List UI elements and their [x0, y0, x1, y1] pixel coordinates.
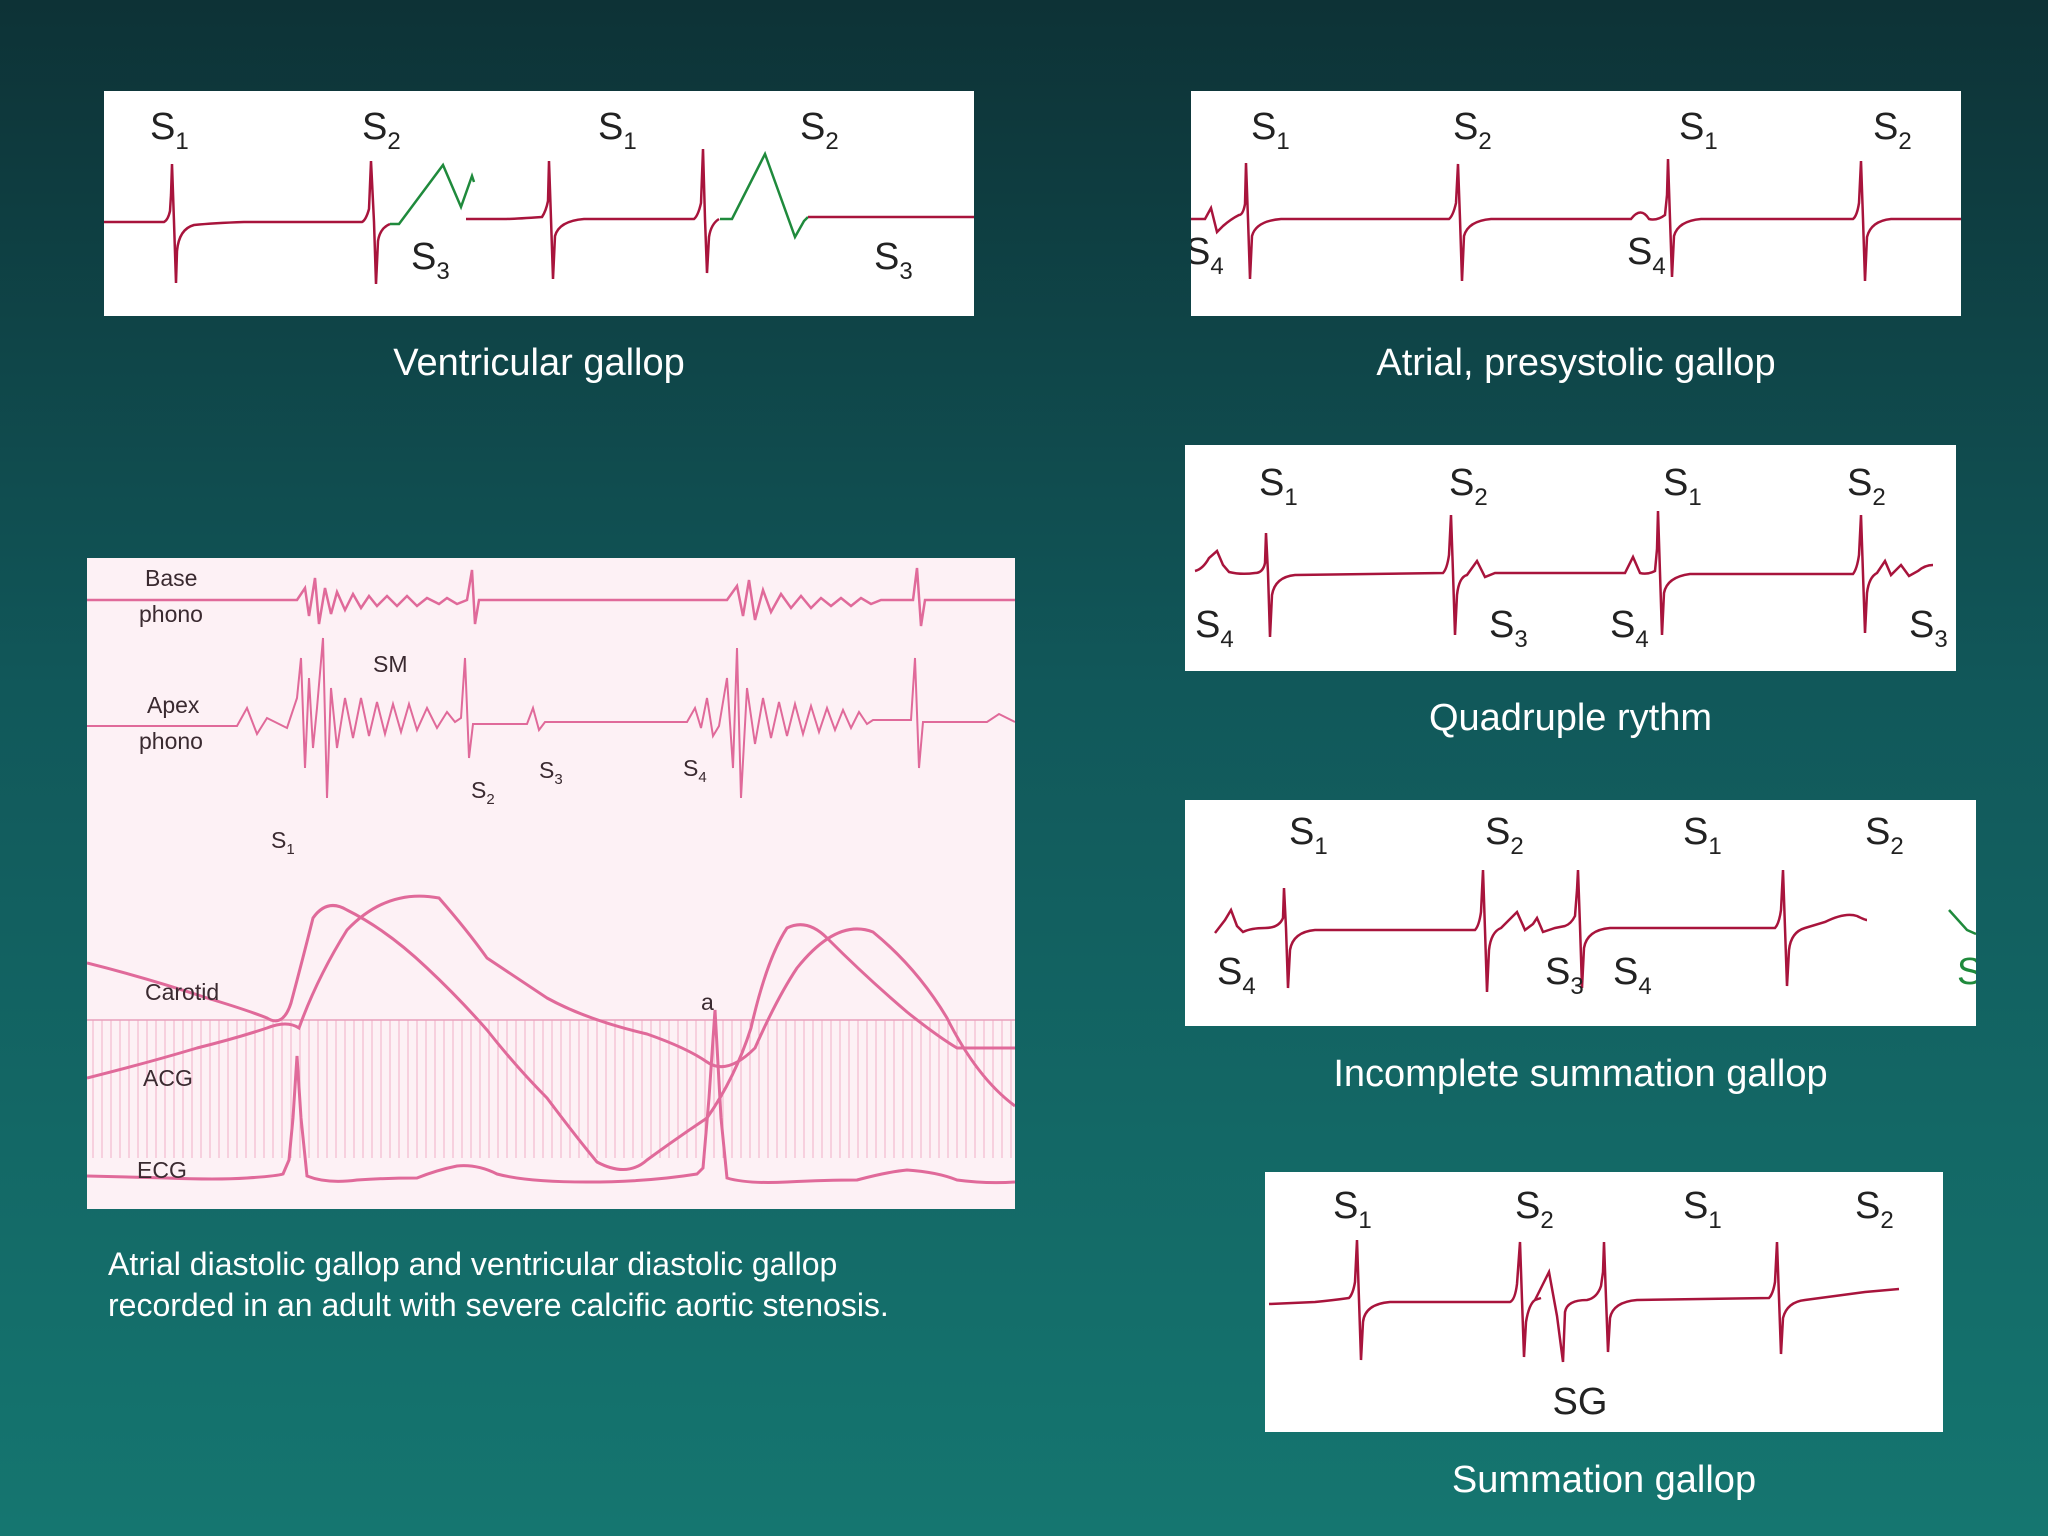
- s1-label: S1: [1259, 462, 1298, 511]
- atrial-gallop-trace: S1 S2 S1 S2 S4 S4: [1191, 106, 1961, 282]
- s2-label: S2: [800, 106, 839, 155]
- apex-phono-label: phono: [139, 728, 203, 754]
- a-wave-annotation: a: [701, 989, 714, 1015]
- s2-label: S2: [1873, 106, 1912, 155]
- s2-label: S2: [1449, 462, 1488, 511]
- atrial-gallop-panel: S1 S2 S1 S2 S4 S4: [1191, 91, 1961, 316]
- s3-annotation: S3: [539, 757, 563, 788]
- recording-caption-line: Atrial diastolic gallop and ventricular …: [108, 1246, 838, 1282]
- recording-caption-line: recorded in an adult with severe calcifi…: [108, 1287, 889, 1323]
- s3-label: S3: [1545, 951, 1584, 1000]
- quadruple-rhythm-panel: S1 S2 S1 S2 S4 S3 S4 S3: [1185, 445, 1956, 671]
- ventricular-gallop-caption: Ventricular gallop: [393, 342, 685, 384]
- s1-label: S1: [1289, 811, 1328, 860]
- s3-label: S3: [411, 236, 450, 285]
- summation-gallop-panel: S1 S2 S1 S2 SG: [1265, 1172, 1943, 1432]
- s1-label: S1: [1333, 1185, 1372, 1234]
- acg-label: ACG: [143, 1065, 193, 1091]
- apex-phono-label: Apex: [147, 692, 200, 718]
- s-label-partial: S: [1957, 951, 1976, 993]
- s1-label: S1: [598, 106, 637, 155]
- phonocardiogram-recording: Base phono Apex phono SM S1 S2 S3 S4 Car…: [87, 558, 1015, 1209]
- s4-label: S4: [1191, 231, 1224, 280]
- s2-label: S2: [1453, 106, 1492, 155]
- atrial-gallop-caption: Atrial, presystolic gallop: [1376, 342, 1776, 384]
- incomplete-summation-gallop-panel: S1 S2 S1 S2 S4 S3 S4 S: [1185, 800, 1976, 1026]
- ventricular-gallop-panel: S1 S2 S3 S1 S2 S3: [104, 91, 974, 316]
- s2-label: S2: [1515, 1185, 1554, 1234]
- s2-label: S2: [1847, 462, 1886, 511]
- s2-label: S2: [1855, 1185, 1894, 1234]
- quadruple-rhythm-caption: Quadruple rythm: [1428, 697, 1712, 739]
- s1-label: S1: [1679, 106, 1718, 155]
- carotid-label: Carotid: [145, 979, 219, 1005]
- sg-label: SG: [1553, 1381, 1608, 1423]
- recording-traces: Base phono Apex phono SM S1 S2 S3 S4 Car…: [87, 565, 1015, 1185]
- s1-label: S1: [150, 106, 189, 155]
- recording-caption: Atrial diastolic gallop and ventricular …: [108, 1244, 1008, 1326]
- s4-annotation: S4: [683, 755, 707, 786]
- quadruple-rhythm-trace: S1 S2 S1 S2 S4 S3 S4 S3: [1194, 462, 1948, 653]
- ecg-label: ECG: [137, 1157, 187, 1183]
- incomplete-summation-gallop-caption: Incomplete summation gallop: [1333, 1053, 1828, 1095]
- s1-label: S1: [1251, 106, 1290, 155]
- s4-label: S4: [1195, 604, 1234, 653]
- incomplete-summation-gallop-trace: S1 S2 S1 S2 S4 S3 S4 S: [1214, 811, 1976, 1000]
- s3-label: S3: [874, 236, 913, 285]
- s4-label: S4: [1610, 604, 1649, 653]
- s4-label: S4: [1613, 951, 1652, 1000]
- s1-annotation: S1: [271, 827, 295, 858]
- sm-annotation: SM: [373, 651, 408, 677]
- s2-annotation: S2: [471, 777, 495, 808]
- s3-label: S3: [1489, 604, 1528, 653]
- s1-label: S1: [1663, 462, 1702, 511]
- s4-label: S4: [1217, 951, 1256, 1000]
- ventricular-gallop-trace: S1 S2 S3 S1 S2 S3: [104, 106, 974, 285]
- base-phono-label: Base: [145, 565, 197, 591]
- summation-gallop-caption: Summation gallop: [1451, 1459, 1757, 1501]
- s2-label: S2: [1865, 811, 1904, 860]
- s1-label: S1: [1683, 811, 1722, 860]
- base-phono-label: phono: [139, 601, 203, 627]
- summation-gallop-trace: S1 S2 S1 S2 SG: [1268, 1185, 1900, 1423]
- s3-label: S3: [1909, 604, 1948, 653]
- s1-label: S1: [1683, 1185, 1722, 1234]
- s2-label: S2: [362, 106, 401, 155]
- s4-label: S4: [1627, 231, 1666, 280]
- s2-label: S2: [1485, 811, 1524, 860]
